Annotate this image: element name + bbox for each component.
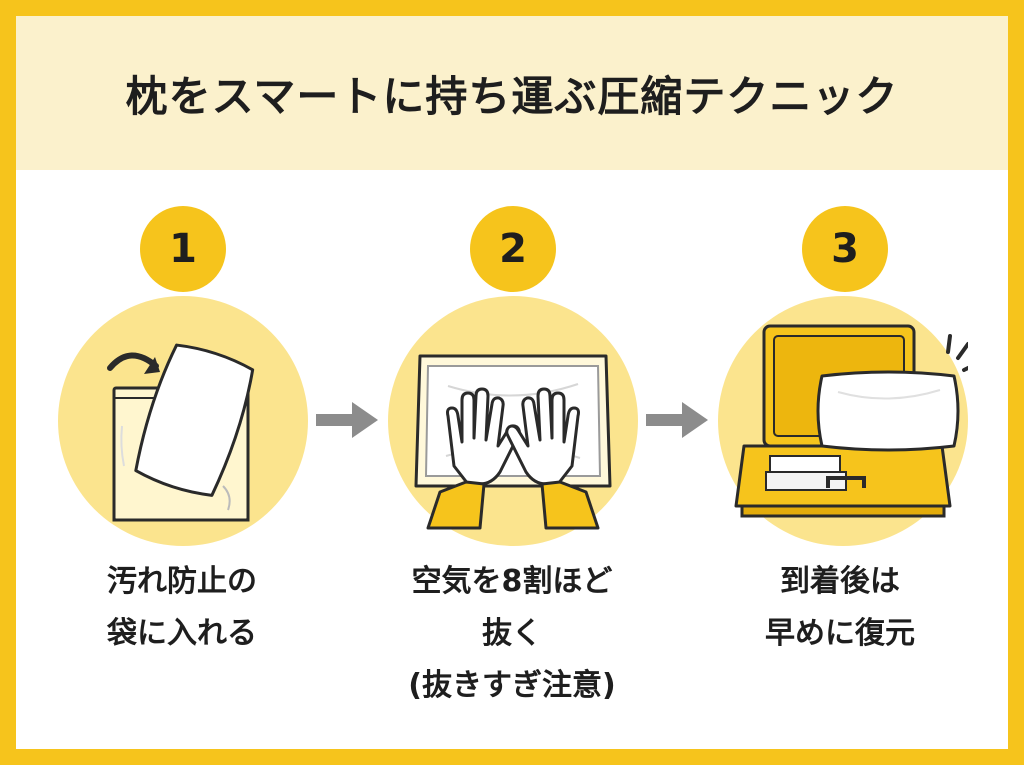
header-banner: 枕をスマートに持ち運ぶ圧縮テクニック [16, 16, 1008, 170]
hands-pressing-bag-icon [388, 296, 638, 546]
step-2-caption: 空気を8割ほど 抜く (抜きすぎ注意) [372, 556, 652, 712]
step-2-caption-line-3: (抜きすぎ注意) [408, 668, 616, 703]
right-arrow-icon [316, 402, 378, 438]
step-2-caption-line-1: 空気を8割ほど [411, 564, 613, 599]
step-2-caption-line-2: 抜く [482, 616, 542, 651]
infographic-frame: 枕をスマートに持ち運ぶ圧縮テクニック 1 汚れ防止の 袋に入れる 2 [16, 16, 1008, 749]
step-1-caption-line-1: 汚れ防止の [107, 564, 257, 599]
step-3-caption-line-1: 到着後は [780, 564, 900, 599]
step-2-badge: 2 [470, 206, 556, 292]
suitcase-pillow-icon [718, 296, 968, 546]
right-arrow-icon [646, 402, 708, 438]
page-title: 枕をスマートに持ち運ぶ圧縮テクニック [125, 71, 899, 121]
step-1-caption: 汚れ防止の 袋に入れる [42, 556, 322, 660]
pillow-into-bag-icon [58, 296, 308, 546]
step-3-badge: 3 [802, 206, 888, 292]
step-3-caption-line-2: 早めに復元 [765, 616, 915, 651]
step-1-badge: 1 [140, 206, 226, 292]
step-3-caption: 到着後は 早めに復元 [700, 556, 980, 660]
step-1-caption-line-2: 袋に入れる [107, 616, 257, 651]
